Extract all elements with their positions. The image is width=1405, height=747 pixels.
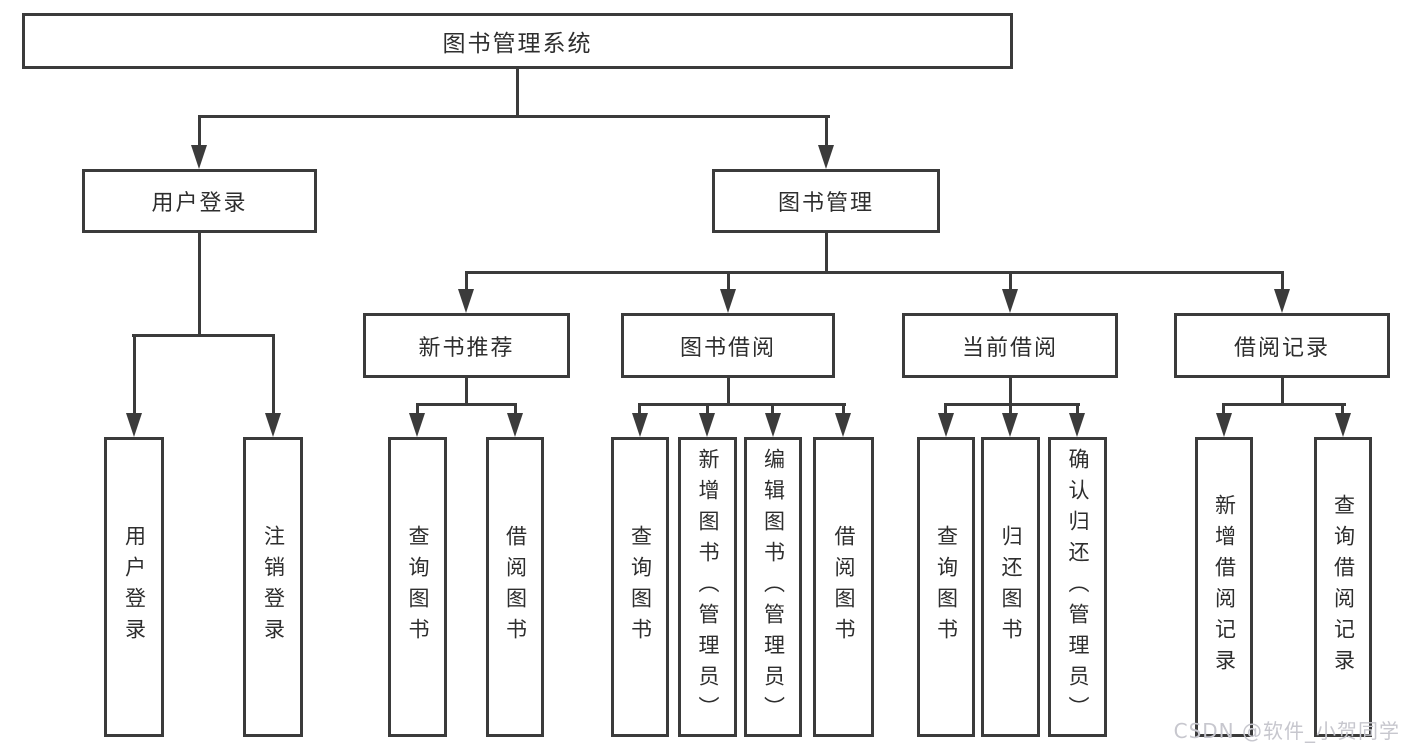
leaf-logout: 注销登录	[243, 437, 303, 737]
leaf-cb-query-book: 查询图书	[917, 437, 975, 737]
leaf-cb-query-book-label: 查询图书	[934, 525, 959, 649]
leaf-user-login-label: 用户登录	[122, 525, 147, 649]
node-book-borrow: 图书借阅	[621, 313, 835, 378]
leaf-cb-confirm-return-label: 确认归还（管理员）	[1066, 447, 1090, 727]
leaf-bb-query-book: 查询图书	[611, 437, 669, 737]
arrow-down-icon	[818, 145, 834, 169]
connector-new-book-rec-stem	[465, 378, 468, 405]
connector-to-book-mgmt	[825, 115, 828, 147]
node-borrow-records-label: 借阅记录	[1233, 335, 1330, 361]
connector-to-book-borrow	[727, 271, 730, 291]
connector-leaf-stem	[1009, 403, 1012, 415]
leaf-br-add-record: 新增借阅记录	[1195, 437, 1253, 737]
leaf-rec-query-book-label: 查询图书	[406, 525, 430, 649]
node-current-borrow: 当前借阅	[902, 313, 1118, 378]
connector-to-new-book-rec	[465, 271, 468, 291]
leaf-rec-borrow-book: 借阅图书	[486, 437, 544, 737]
node-book-mgmt-label: 图书管理	[777, 191, 874, 216]
node-book-borrow-label: 图书借阅	[679, 335, 776, 361]
leaf-bb-add-book: 新增图书（管理员）	[678, 437, 737, 737]
arrow-down-icon	[938, 413, 954, 437]
connector-to-borrow-records	[1281, 271, 1284, 291]
leaf-br-add-record-label: 新增借阅记录	[1212, 494, 1237, 680]
csdn-watermark: CSDN @软件_小贺同学	[1173, 719, 1400, 743]
node-current-borrow-label: 当前借阅	[961, 335, 1058, 361]
arrow-down-icon	[1216, 413, 1232, 437]
connector-borrow-records-stem	[1281, 378, 1284, 405]
leaf-cb-return-book-label: 归还图书	[999, 525, 1023, 649]
connector-leaf-stem	[1222, 403, 1225, 415]
leaf-bb-query-book-label: 查询图书	[628, 525, 653, 649]
arrow-down-icon	[265, 413, 281, 437]
connector-leaf-stem	[514, 403, 517, 415]
arrow-down-icon	[191, 145, 207, 169]
node-user-login: 用户登录	[82, 169, 317, 233]
connector-leaf-stem	[638, 403, 641, 415]
leaf-logout-label: 注销登录	[261, 525, 286, 649]
connector-book-borrow-branch	[638, 403, 846, 406]
connector-root-branch	[198, 115, 830, 118]
connector-leaf-stem	[842, 403, 845, 415]
leaf-bb-borrow-book: 借阅图书	[813, 437, 874, 737]
connector-book-mgmt-branch	[465, 271, 1284, 274]
connector-to-current-borrow	[1009, 271, 1012, 291]
connector-book-mgmt-stem	[825, 233, 828, 274]
connector-leaf-stem	[416, 403, 419, 415]
node-user-login-label: 用户登录	[151, 191, 248, 216]
connector-leaf-stem	[771, 403, 774, 415]
node-book-mgmt: 图书管理	[712, 169, 940, 233]
arrow-down-icon	[765, 413, 781, 437]
arrow-down-icon	[632, 413, 648, 437]
connector-to-leaf-logout	[272, 334, 275, 416]
leaf-br-query-record-label: 查询借阅记录	[1331, 494, 1356, 680]
arrow-down-icon	[409, 413, 425, 437]
node-borrow-records: 借阅记录	[1174, 313, 1390, 378]
connector-user-login-stem	[198, 233, 201, 336]
connector-new-book-rec-branch	[416, 403, 517, 406]
arrow-down-icon	[720, 289, 736, 313]
connector-book-borrow-stem	[727, 378, 730, 405]
leaf-bb-borrow-book-label: 借阅图书	[832, 525, 856, 649]
arrow-down-icon	[835, 413, 851, 437]
connector-leaf-stem	[1076, 403, 1079, 415]
node-new-book-rec: 新书推荐	[363, 313, 570, 378]
leaf-cb-return-book: 归还图书	[981, 437, 1040, 737]
leaf-cb-confirm-return: 确认归还（管理员）	[1048, 437, 1107, 737]
leaf-user-login: 用户登录	[104, 437, 164, 737]
arrow-down-icon	[699, 413, 715, 437]
arrow-down-icon	[1002, 289, 1018, 313]
connector-leaf-stem	[1341, 403, 1344, 415]
node-root-label: 图书管理系统	[442, 31, 593, 57]
leaf-bb-edit-book-label: 编辑图书（管理员）	[761, 447, 786, 727]
leaf-br-query-record: 查询借阅记录	[1314, 437, 1372, 737]
leaf-rec-query-book: 查询图书	[388, 437, 447, 737]
connector-leaf-stem	[706, 403, 709, 415]
leaf-bb-edit-book: 编辑图书（管理员）	[744, 437, 802, 737]
node-root: 图书管理系统	[22, 13, 1013, 69]
node-new-book-rec-label: 新书推荐	[418, 335, 515, 361]
connector-root-stem	[516, 69, 519, 118]
connector-user-login-branch	[132, 334, 275, 337]
connector-leaf-stem	[944, 403, 947, 415]
arrow-down-icon	[458, 289, 474, 313]
leaf-bb-add-book-label: 新增图书（管理员）	[696, 447, 720, 727]
connector-borrow-records-branch	[1222, 403, 1346, 406]
arrow-down-icon	[126, 413, 142, 437]
leaf-rec-borrow-book-label: 借阅图书	[503, 525, 528, 649]
arrow-down-icon	[1002, 413, 1018, 437]
connector-to-leaf-user-login	[133, 334, 136, 416]
arrow-down-icon	[1274, 289, 1290, 313]
arrow-down-icon	[507, 413, 523, 437]
connector-to-user-login	[198, 115, 201, 147]
connector-current-borrow-stem	[1009, 378, 1012, 405]
connector-current-borrow-branch	[944, 403, 1080, 406]
arrow-down-icon	[1069, 413, 1085, 437]
arrow-down-icon	[1335, 413, 1351, 437]
